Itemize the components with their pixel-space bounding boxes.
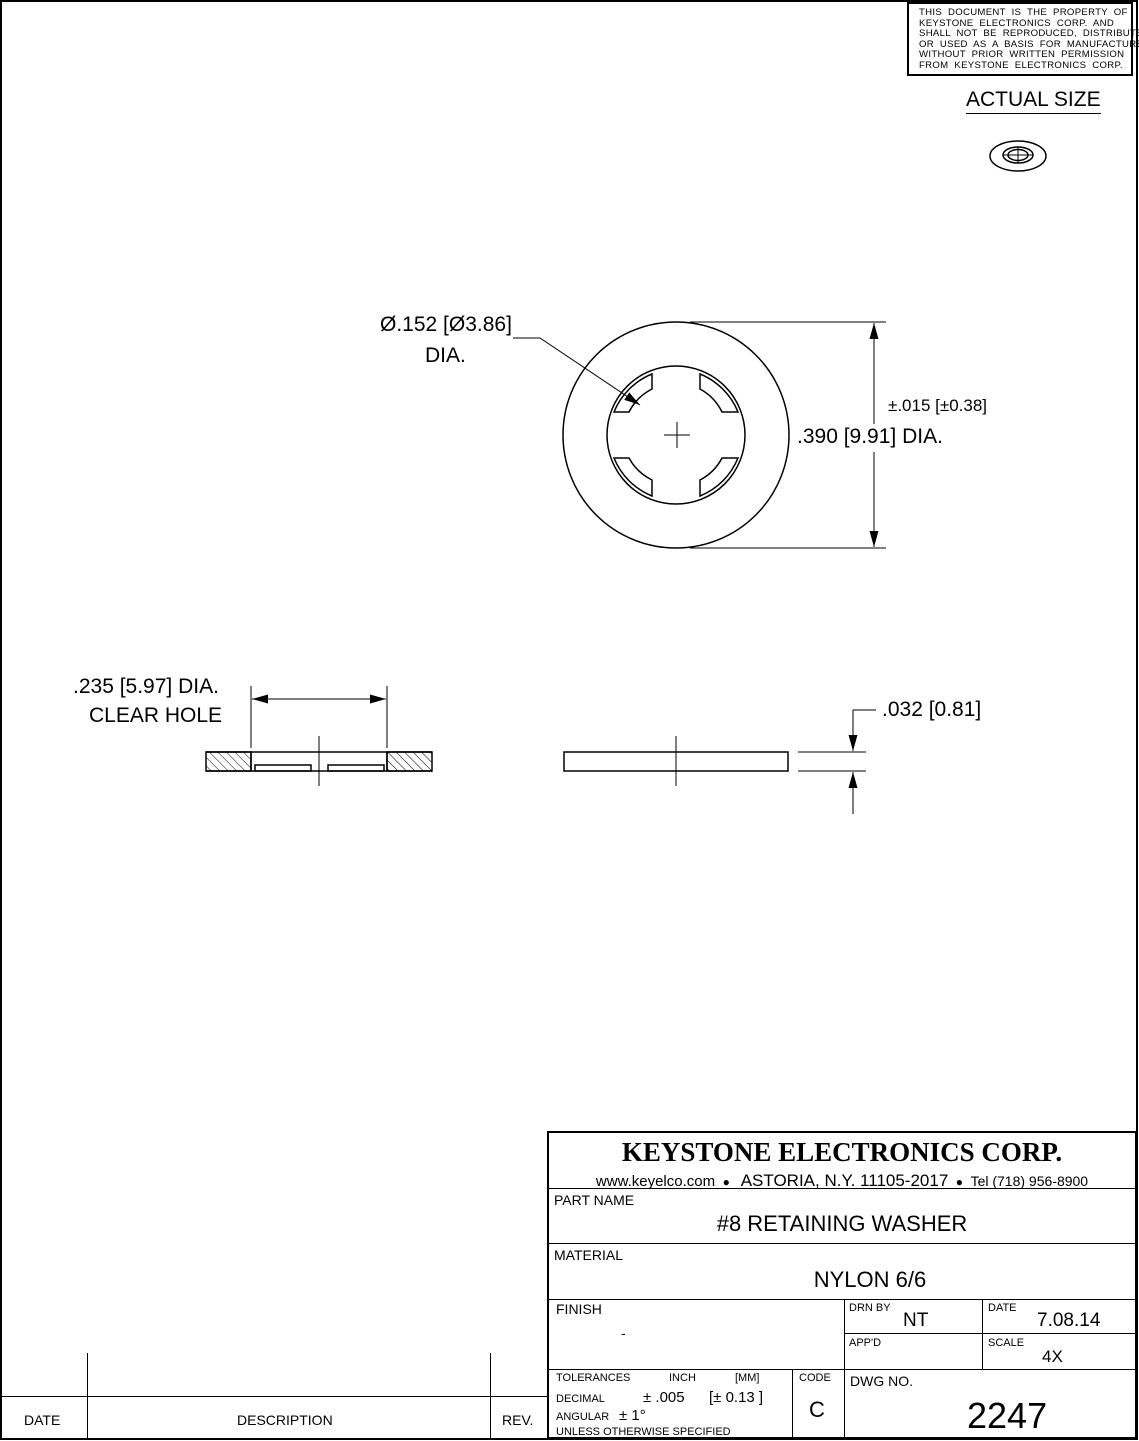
part-name-label: PART NAME bbox=[554, 1192, 635, 1208]
date-label: DATE bbox=[988, 1302, 1017, 1314]
revision-date-header: DATE bbox=[24, 1412, 61, 1428]
part-name-value: #8 RETAINING WASHER bbox=[716, 1211, 968, 1236]
code-value: C bbox=[809, 1397, 825, 1422]
date-value: 7.08.14 bbox=[1037, 1310, 1101, 1331]
revision-description-header: DESCRIPTION bbox=[237, 1412, 333, 1428]
inch-label: INCH bbox=[669, 1372, 696, 1384]
clear-hole-label: CLEAR HOLE bbox=[89, 704, 223, 727]
outer-dia-tolerance: ±.015 [±0.38] bbox=[888, 396, 988, 415]
clear-hole-dimension bbox=[250, 686, 388, 748]
decimal-inch-tolerance: ± .005 bbox=[643, 1389, 685, 1406]
decimal-mm-tolerance: [± 0.13 ] bbox=[709, 1389, 764, 1406]
finish-value: - bbox=[621, 1325, 626, 1341]
scale-value: 4X bbox=[1042, 1347, 1063, 1366]
mm-label: [MM] bbox=[735, 1372, 760, 1384]
washer-section-view bbox=[205, 736, 433, 786]
company-phone: Tel (718) 956-8900 bbox=[970, 1173, 1089, 1189]
company-contact: www.keyelco.com ● ASTORIA, N.Y. 11105-20… bbox=[595, 1171, 1089, 1190]
washer-top-view bbox=[562, 321, 790, 549]
unless-otherwise-label: UNLESS OTHERWISE SPECIFIED bbox=[556, 1426, 731, 1438]
tolerances-label: TOLERANCES bbox=[556, 1372, 631, 1384]
drawing-number-value: 2247 bbox=[967, 1395, 1048, 1436]
angular-tolerance: ± 1° bbox=[619, 1407, 646, 1424]
decimal-label: DECIMAL bbox=[556, 1393, 605, 1405]
drawing-number-label: DWG NO. bbox=[850, 1373, 913, 1389]
property-notice-text: THIS DOCUMENT IS THE PROPERTY OF KEYSTON… bbox=[919, 7, 1139, 71]
code-label: CODE bbox=[799, 1372, 831, 1384]
thickness-dimension bbox=[798, 709, 876, 814]
inner-dia-leader bbox=[513, 337, 641, 406]
actual-size-label: ACTUAL SIZE bbox=[966, 88, 1101, 114]
revision-rev-header: REV. bbox=[502, 1412, 534, 1428]
material-value: NYLON 6/6 bbox=[813, 1267, 927, 1292]
company-name: KEYSTONE ELECTRONICS CORP. bbox=[621, 1137, 1063, 1167]
drawn-by-value: NT bbox=[903, 1310, 929, 1331]
washer-side-view bbox=[563, 736, 789, 786]
company-address: ASTORIA, N.Y. 11105-2017 bbox=[740, 1171, 949, 1190]
outer-dia-text: .390 [9.91] DIA. bbox=[797, 425, 943, 448]
scale-label: SCALE bbox=[988, 1337, 1025, 1349]
clear-hole-dia-text: .235 [5.97] DIA. bbox=[73, 675, 219, 698]
title-block: KEYSTONE ELECTRONICS CORP. www.keyelco.c… bbox=[547, 1131, 1137, 1439]
company-website: www.keyelco.com bbox=[595, 1173, 716, 1190]
thickness-text: .032 [0.81] bbox=[882, 698, 982, 721]
finish-label: FINISH bbox=[556, 1301, 602, 1317]
inner-dia-text: Ø.152 [Ø3.86] bbox=[380, 313, 512, 336]
drawn-by-label: DRN BY bbox=[849, 1302, 891, 1314]
material-label: MATERIAL bbox=[554, 1247, 623, 1263]
inner-dia-suffix: DIA. bbox=[425, 344, 466, 367]
approved-label: APP'D bbox=[849, 1337, 882, 1349]
actual-size-washer-view bbox=[989, 140, 1047, 172]
property-notice: THIS DOCUMENT IS THE PROPERTY OF KEYSTON… bbox=[907, 2, 1139, 76]
angular-label: ANGULAR bbox=[556, 1411, 610, 1423]
outer-dia-dimension bbox=[690, 321, 886, 549]
